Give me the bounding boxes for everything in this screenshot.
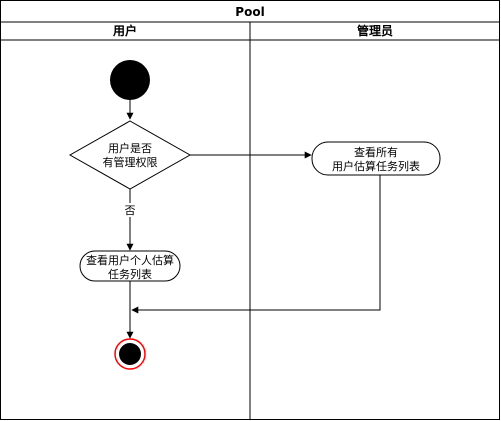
start-node [110,60,150,100]
edge-no-label-bg [122,203,138,217]
edge-no-label: 否 [125,204,136,217]
user-task-label-line1: 查看用户个人估算 [86,253,174,267]
lane-label-admin: 管理员 [357,23,393,38]
lane-label-user: 用户 [112,23,137,38]
decision-label-line2: 有管理权限 [103,155,158,169]
admin-task-node [311,141,441,176]
end-node-core [119,343,141,365]
decision-label-line1: 用户是否 [108,141,152,155]
admin-task-label-line1: 查看所有 [354,145,398,159]
pool-title: Pool [235,5,264,19]
admin-task-label-line2: 用户估算任务列表 [332,159,420,173]
edge-admin-task-to-merge [131,175,381,314]
user-task-label-line2: 任务列表 [108,267,152,281]
